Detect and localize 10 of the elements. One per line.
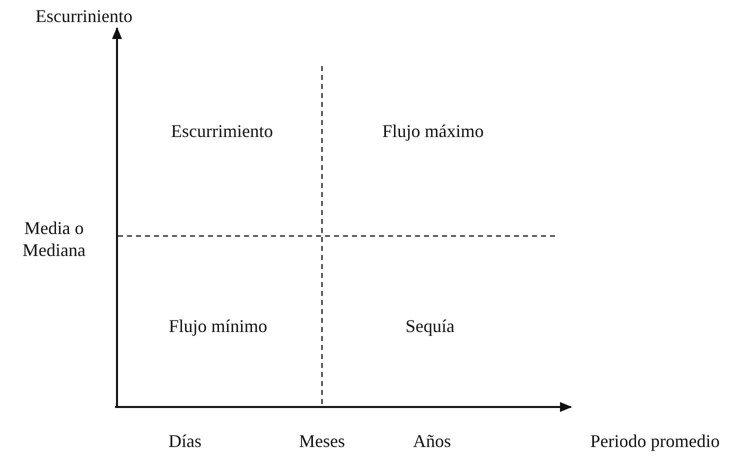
quadrant-label: Escurrimiento xyxy=(171,120,273,142)
axis-title: Periodo promedio xyxy=(590,430,720,452)
axis-marker-label: Media o Mediana xyxy=(22,217,86,261)
tick-label: Días xyxy=(168,430,202,452)
quadrant-label: Sequía xyxy=(406,315,454,337)
tick-label: Años xyxy=(413,430,451,452)
quadrant-label: Flujo máximo xyxy=(382,120,484,142)
tick-label: Meses xyxy=(299,430,345,452)
quadrant-label: Flujo mínimo xyxy=(168,315,268,337)
axis-title: Escurriniento xyxy=(36,5,132,27)
